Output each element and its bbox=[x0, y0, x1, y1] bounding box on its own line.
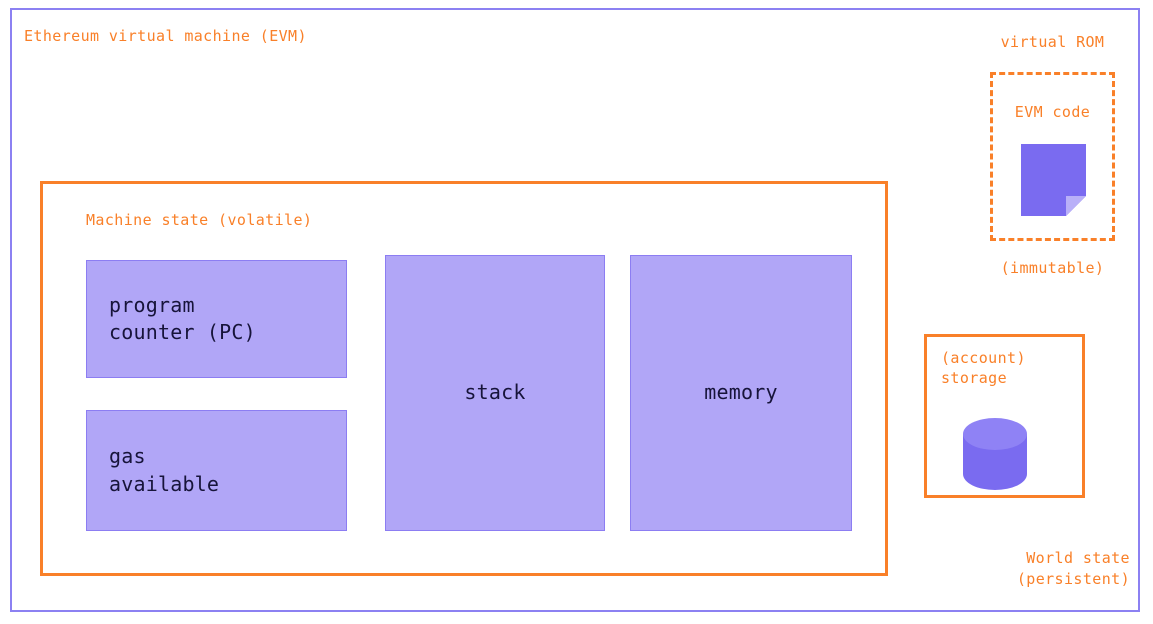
account-storage-label: (account) storage bbox=[941, 349, 1026, 387]
evm-code-label: EVM code bbox=[1014, 103, 1091, 121]
machine-state-title: Machine state (volatile) bbox=[86, 211, 313, 229]
database-icon bbox=[963, 418, 1027, 490]
world-state-footnote: World state (persistent) bbox=[1016, 549, 1130, 588]
evm-title: Ethereum virtual machine (EVM) bbox=[24, 27, 307, 45]
gas-available-box: gas available bbox=[86, 410, 347, 531]
immutable-footnote: (immutable) bbox=[1000, 259, 1105, 277]
virtual-rom-dashed-container bbox=[990, 72, 1115, 241]
account-storage-container bbox=[924, 334, 1085, 498]
virtual-rom-title: virtual ROM bbox=[1000, 33, 1105, 51]
memory-box: memory bbox=[630, 255, 852, 531]
document-icon bbox=[1021, 144, 1086, 216]
evm-outer-frame bbox=[10, 8, 1140, 612]
stack-box: stack bbox=[385, 255, 605, 531]
program-counter-box: program counter (PC) bbox=[86, 260, 347, 378]
machine-state-container bbox=[40, 181, 888, 576]
